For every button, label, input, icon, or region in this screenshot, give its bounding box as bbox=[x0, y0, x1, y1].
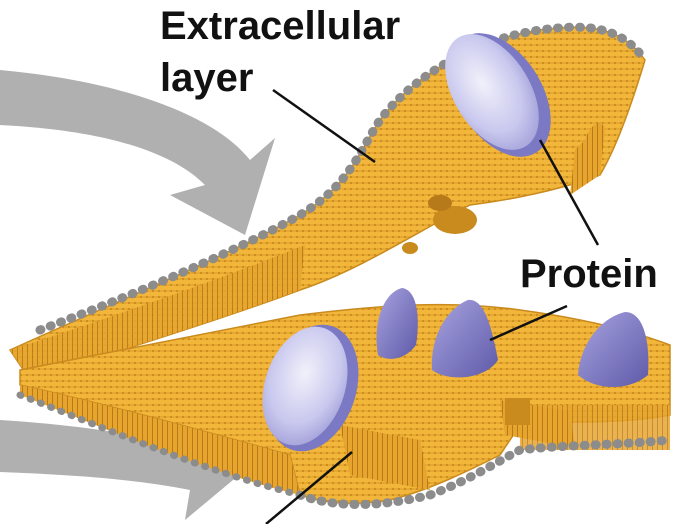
extracellular-leader-line bbox=[273, 90, 375, 162]
protein-spike-left bbox=[377, 288, 418, 359]
protein-label: Protein bbox=[520, 252, 658, 296]
extracellular-label-line1: Extracellular bbox=[160, 4, 400, 48]
extracellular-label-line2: layer bbox=[160, 56, 253, 100]
